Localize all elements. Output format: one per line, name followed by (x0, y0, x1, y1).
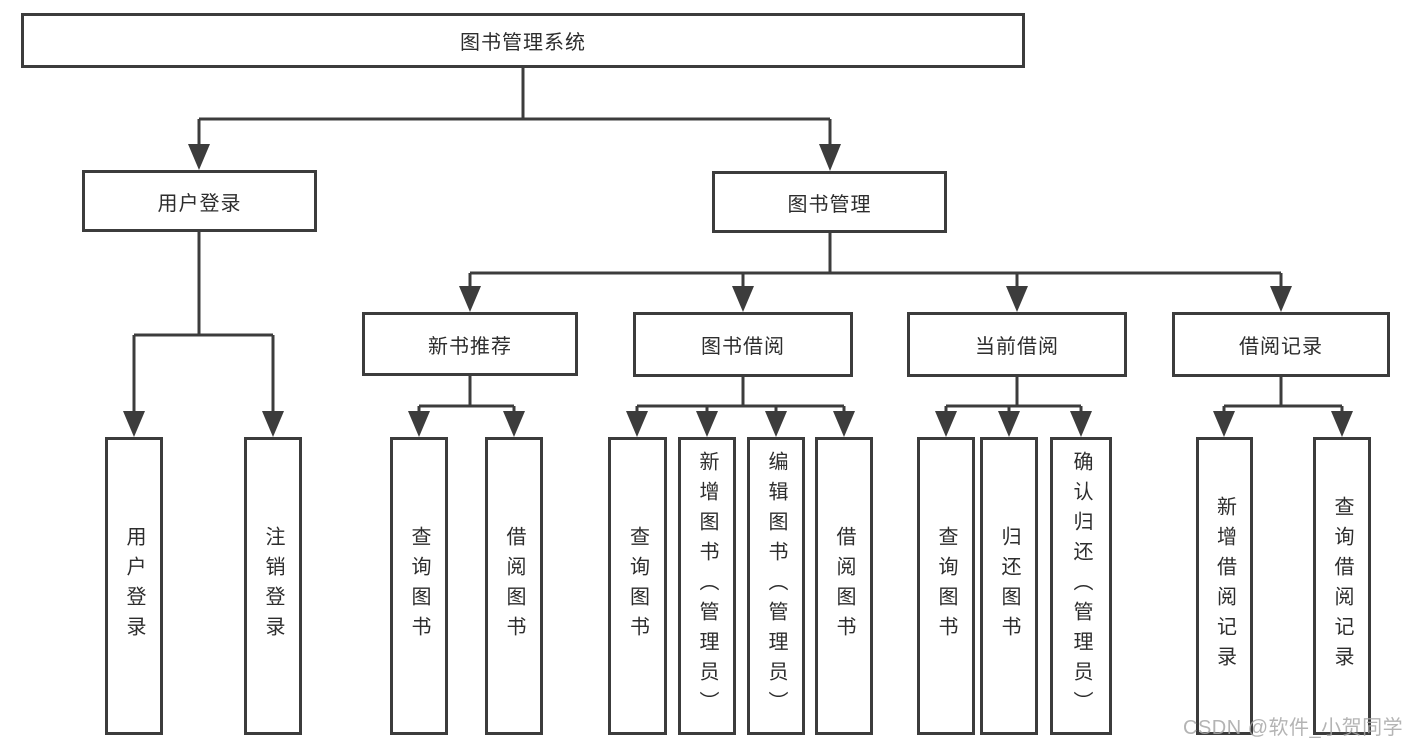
arrowhead-icon (732, 286, 754, 312)
arrowhead-icon (459, 286, 481, 312)
arrowhead-icons (123, 144, 1353, 437)
node-logout: 注销登录 (244, 437, 302, 735)
arrowhead-icon (626, 411, 648, 437)
node-add-borrow-record: 新增借阅记录 (1196, 437, 1253, 735)
node-add-books-admin: 新增图书（管理员） (678, 437, 736, 735)
connector-book-management-to-level3 (468, 233, 1283, 290)
connector-new-book-recommend-to-children (417, 376, 516, 416)
node-query-books-borrowing: 查询图书 (608, 437, 667, 735)
arrowhead-icon (833, 411, 855, 437)
node-query-books-recommend: 查询图书 (390, 437, 448, 735)
node-new-book-recommend: 新书推荐 (362, 312, 578, 376)
arrowhead-icon (819, 144, 841, 171)
arrowhead-icon (1070, 411, 1092, 437)
arrowhead-icon (935, 411, 957, 437)
arrowhead-icon (1331, 411, 1353, 437)
node-borrow-books-borrowing: 借阅图书 (815, 437, 873, 735)
arrowhead-icon (765, 411, 787, 437)
arrowhead-icon (123, 411, 145, 437)
arrowhead-icon (1213, 411, 1235, 437)
node-book-management: 图书管理 (712, 171, 947, 233)
node-user-login-group: 用户登录 (82, 170, 317, 232)
node-query-books-current: 查询图书 (917, 437, 975, 735)
arrowhead-icon (696, 411, 718, 437)
arrowhead-icon (188, 144, 210, 170)
node-confirm-return-admin: 确认归还（管理员） (1050, 437, 1112, 735)
connector-current-borrowing-to-children (944, 377, 1083, 416)
connector-borrowing-records-to-children (1222, 377, 1344, 416)
node-borrowing-records: 借阅记录 (1172, 312, 1390, 377)
connector-root-to-level2 (197, 68, 832, 148)
arrowhead-icon (1006, 286, 1028, 312)
node-user-login: 用户登录 (105, 437, 163, 735)
node-book-borrowing: 图书借阅 (633, 312, 853, 377)
node-return-books: 归还图书 (980, 437, 1038, 735)
node-borrow-books-recommend: 借阅图书 (485, 437, 543, 735)
arrowhead-icon (262, 411, 284, 437)
node-book-management-system: 图书管理系统 (21, 13, 1025, 68)
connector-book-borrowing-to-children (635, 377, 846, 416)
arrowhead-icon (998, 411, 1020, 437)
node-current-borrowing: 当前借阅 (907, 312, 1127, 377)
arrowhead-icon (1270, 286, 1292, 312)
node-query-borrow-record: 查询借阅记录 (1313, 437, 1371, 735)
watermark: CSDN @软件_小贺同学 (1183, 717, 1404, 739)
connector-user-login-to-children (132, 232, 275, 416)
arrowhead-icon (503, 411, 525, 437)
node-edit-books-admin: 编辑图书（管理员） (747, 437, 805, 735)
arrowhead-icon (408, 411, 430, 437)
